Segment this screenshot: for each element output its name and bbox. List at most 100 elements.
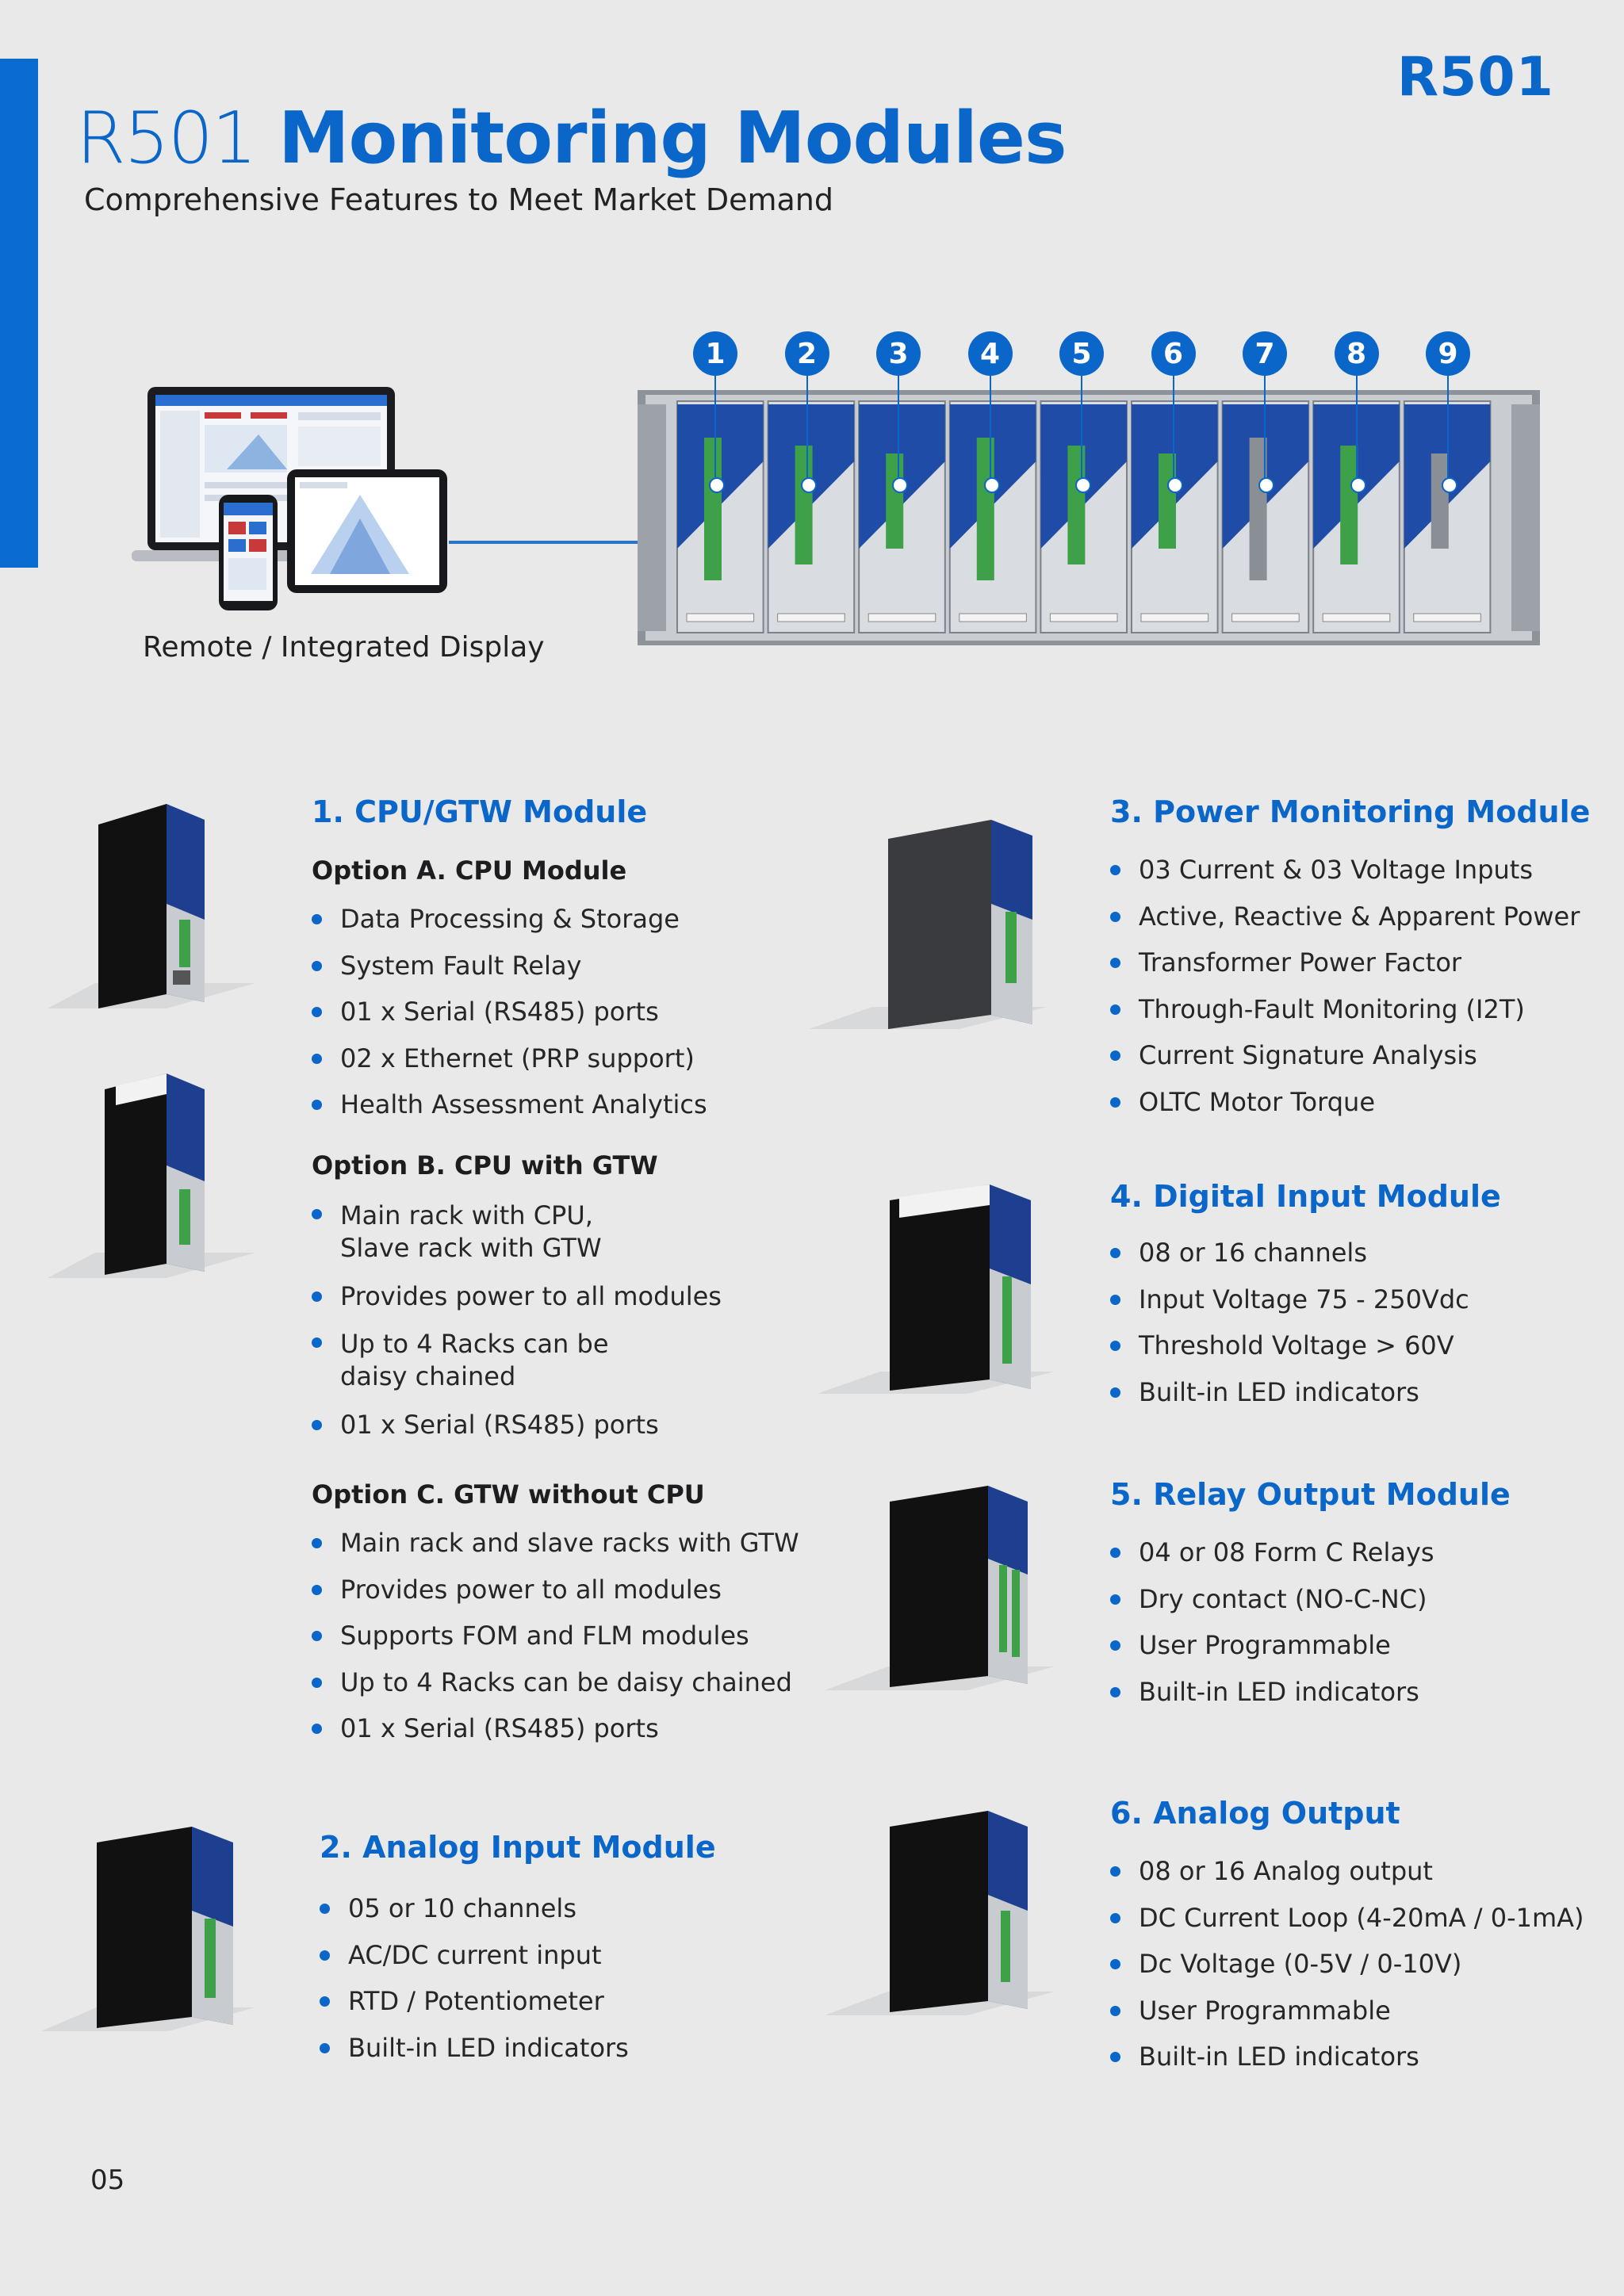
brand-code: R501 (1396, 46, 1554, 109)
bullet-item: Main rack with CPU,Slave rack with GTW (312, 1200, 722, 1265)
bullet-item: 04 or 08 Form C Relays (1110, 1538, 1434, 1567)
option-b-list: Main rack with CPU,Slave rack with GTW Pr… (312, 1200, 722, 1456)
title-light: R501 (76, 97, 257, 180)
rack-pointer-line (1355, 376, 1358, 484)
bullet-item: 01 x Serial (RS485) ports (312, 1714, 799, 1743)
page-number: 05 (90, 2164, 125, 2196)
rack-pointer-dot (800, 477, 817, 493)
rack-slot-2 (767, 400, 856, 633)
bullet-item: Transformer Power Factor (1110, 948, 1580, 978)
rack-number-8: 8 (1334, 331, 1379, 376)
rack-pointer-dot (709, 477, 725, 493)
rack-pointer-line (714, 376, 716, 484)
rack-pointer-line (1264, 376, 1266, 484)
bullet-item: Through-Fault Monitoring (I2T) (1110, 994, 1580, 1024)
rack-pointer-line (989, 376, 991, 484)
page-subtitle: Comprehensive Features to Meet Market De… (84, 182, 834, 217)
option-c-list: Main rack and slave racks with GTW Provid… (312, 1529, 799, 1761)
bullet-item: Input Voltage 75 - 250Vdc (1110, 1284, 1469, 1314)
bullet-item: AC/DC current input (320, 1940, 629, 1970)
bullet-item: 08 or 16 Analog output (1110, 1857, 1584, 1886)
cpu-module-image-b (48, 1073, 255, 1278)
rack-pointer-dot (1166, 477, 1183, 493)
power-monitoring-title: 3. Power Monitoring Module (1110, 794, 1591, 829)
bullet-item: Dc Voltage (0-5V / 0-10V) (1110, 1950, 1584, 1979)
bullet-item: 01 x Serial (RS485) ports (312, 1410, 722, 1440)
option-c-title: Option C. GTW without CPU (312, 1479, 705, 1510)
rack-pointer-line (806, 376, 808, 484)
rack-pointer-line (1172, 376, 1174, 484)
bullet-item: 01 x Serial (RS485) ports (312, 997, 707, 1027)
bullet-item: Supports FOM and FLM modules (312, 1621, 799, 1651)
rack-number-6: 6 (1151, 331, 1196, 376)
devices-illustration (132, 387, 447, 610)
relay-output-module-image (825, 1486, 1055, 1690)
rack-number-7: 7 (1243, 331, 1287, 376)
bullet-item: 02 x Ethernet (PRP support) (312, 1043, 707, 1073)
rack-slot-4 (948, 400, 1037, 633)
analog-output-list: 08 or 16 Analog output DC Current Loop (4… (1110, 1857, 1584, 2089)
rack-slot-6 (1131, 400, 1219, 633)
rack-number-3: 3 (876, 331, 921, 376)
title-bold: Monitoring Modules (278, 97, 1067, 180)
analog-input-title: 2. Analog Input Module (320, 1830, 716, 1865)
rack-pointer-dot (1075, 477, 1091, 493)
rack-pointer-dot (1350, 477, 1366, 493)
option-a-title: Option A. CPU Module (312, 855, 627, 886)
analog-input-module-image (41, 1827, 255, 2031)
bullet-item: Built-in LED indicators (320, 2033, 629, 2063)
bullet-item: RTD / Potentiometer (320, 1987, 629, 2016)
bullet-item: Health Assessment Analytics (312, 1090, 707, 1119)
bullet-item: Active, Reactive & Apparent Power (1110, 901, 1580, 932)
rack-pointer-dot (983, 477, 1000, 493)
rack-slot-1 (676, 400, 764, 633)
bullet-item: Current Signature Analysis (1110, 1041, 1580, 1070)
bullet-item: Threshold Voltage > 60V (1110, 1331, 1469, 1360)
cpu-module-title: 1. CPU/GTW Module (312, 794, 648, 829)
rack-pointer-dot (1258, 477, 1274, 493)
bullet-item: Built-in LED indicators (1110, 1677, 1434, 1707)
rack-number-5: 5 (1059, 331, 1104, 376)
bullet-item: User Programmable (1110, 1631, 1434, 1660)
rack-illustration (638, 390, 1540, 645)
bullet-item: Provides power to all modules (312, 1575, 799, 1605)
rack-number-2: 2 (784, 331, 829, 376)
digital-input-module-image (817, 1184, 1055, 1394)
digital-input-title: 4. Digital Input Module (1110, 1179, 1501, 1214)
rack-slot-8 (1312, 400, 1400, 633)
display-caption: Remote / Integrated Display (143, 631, 545, 664)
bullet-item: System Fault Relay (312, 951, 707, 981)
rack-pointer-line (898, 376, 899, 484)
rack-number-1: 1 (693, 331, 737, 376)
option-b-title: Option B. CPU with GTW (312, 1150, 658, 1181)
power-module-image (809, 820, 1047, 1029)
analog-output-title: 6. Analog Output (1110, 1796, 1400, 1831)
bullet-item: Provides power to all modules (312, 1281, 722, 1311)
page-title: R501 Monitoring Modules (76, 103, 1067, 174)
bullet-item: Built-in LED indicators (1110, 2042, 1584, 2072)
rack-pointer-line (1447, 376, 1449, 484)
bullet-item: Dry contact (NO-C-NC) (1110, 1584, 1434, 1614)
bullet-item: Data Processing & Storage (312, 905, 707, 934)
analog-output-module-image (825, 1811, 1055, 2015)
rack-pointer-dot (892, 477, 908, 493)
bullet-item: OLTC Motor Torque (1110, 1087, 1580, 1117)
rack-pointer-line (1081, 376, 1082, 484)
bullet-item: 05 or 10 channels (320, 1894, 629, 1923)
rack-number-9: 9 (1426, 331, 1470, 376)
rack-slot-3 (858, 400, 946, 633)
bullet-item: DC Current Loop (4-20mA / 0-1mA) (1110, 1903, 1584, 1933)
rack-slot-5 (1040, 400, 1128, 633)
bullet-item: Up to 4 Racks can be daisy chained (312, 1667, 799, 1697)
cpu-module-image-a (48, 804, 255, 1008)
bullet-item: 03 Current & 03 Voltage Inputs (1110, 855, 1580, 885)
bullet-item: Main rack and slave racks with GTW (312, 1529, 799, 1558)
accent-bar (0, 59, 38, 568)
bullet-item: 08 or 16 channels (1110, 1238, 1469, 1268)
